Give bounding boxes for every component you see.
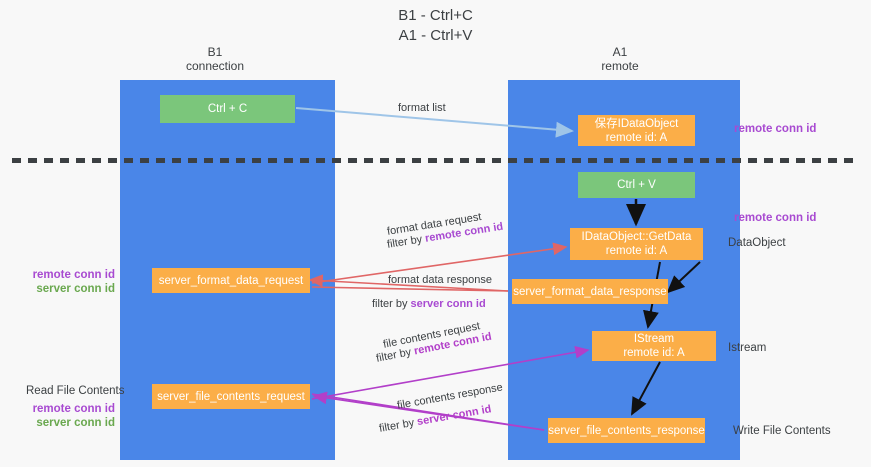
annotation-remote-conn-id-left-mid: remote conn id — [32, 269, 115, 281]
phase-divider — [12, 158, 859, 163]
node-idataobject[interactable]: 保存IDataObject remote id: A — [578, 115, 695, 146]
column-header-a1: A1 remote — [601, 45, 639, 73]
node-idataobject-getdata[interactable]: IDataObject::GetData remote id: A — [570, 228, 703, 260]
annotation-left-ids-bottom: remote conn id server conn id — [10, 402, 115, 430]
edge-label-format-list: format list — [398, 102, 446, 114]
edge-label-file-contents-response-filter: filter by server conn id — [378, 402, 493, 437]
filter-key-2: server conn id — [410, 298, 486, 310]
annotation-server-conn-id-left-bottom: server conn id — [36, 417, 115, 429]
node-ctrl-v[interactable]: Ctrl + V — [578, 172, 695, 198]
edge-label-format-data-response-filter: filter by server conn id — [372, 297, 486, 312]
annotation-server-conn-id-left-mid: server conn id — [36, 283, 115, 295]
diagram-title: B1 - Ctrl+C A1 - Ctrl+V — [398, 7, 473, 44]
annotation-left-ids-mid: remote conn id server conn id — [10, 268, 115, 296]
annotation-dataobject: DataObject — [728, 237, 786, 249]
node-server-file-contents-response[interactable]: server_file_contents_response — [548, 418, 705, 443]
node-server-format-data-response[interactable]: server_format_data_response — [512, 279, 668, 304]
edge-label-format-data-response: format data response — [388, 274, 492, 286]
node-istream[interactable]: IStream remote id: A — [592, 331, 716, 361]
node-server-file-contents-request[interactable]: server_file_contents_request — [152, 384, 310, 409]
annotation-read-file-contents: Read File Contents — [26, 385, 125, 397]
filter-prefix-3: filter by — [375, 345, 416, 365]
annotation-write-file-contents: Write File Contents — [733, 425, 831, 437]
filter-prefix-4: filter by — [378, 416, 419, 435]
column-header-b1: B1 connection — [185, 45, 245, 73]
node-server-format-data-request[interactable]: server_format_data_request — [152, 268, 310, 293]
annotation-remote-conn-id-left-bottom: remote conn id — [32, 403, 115, 415]
node-ctrl-c[interactable]: Ctrl + C — [160, 95, 295, 123]
annotation-istream: Istream — [728, 342, 767, 354]
filter-prefix-2: filter by — [372, 298, 411, 310]
annotation-remote-conn-id-top: remote conn id — [734, 123, 817, 135]
annotation-remote-conn-id-mid: remote conn id — [734, 212, 817, 224]
